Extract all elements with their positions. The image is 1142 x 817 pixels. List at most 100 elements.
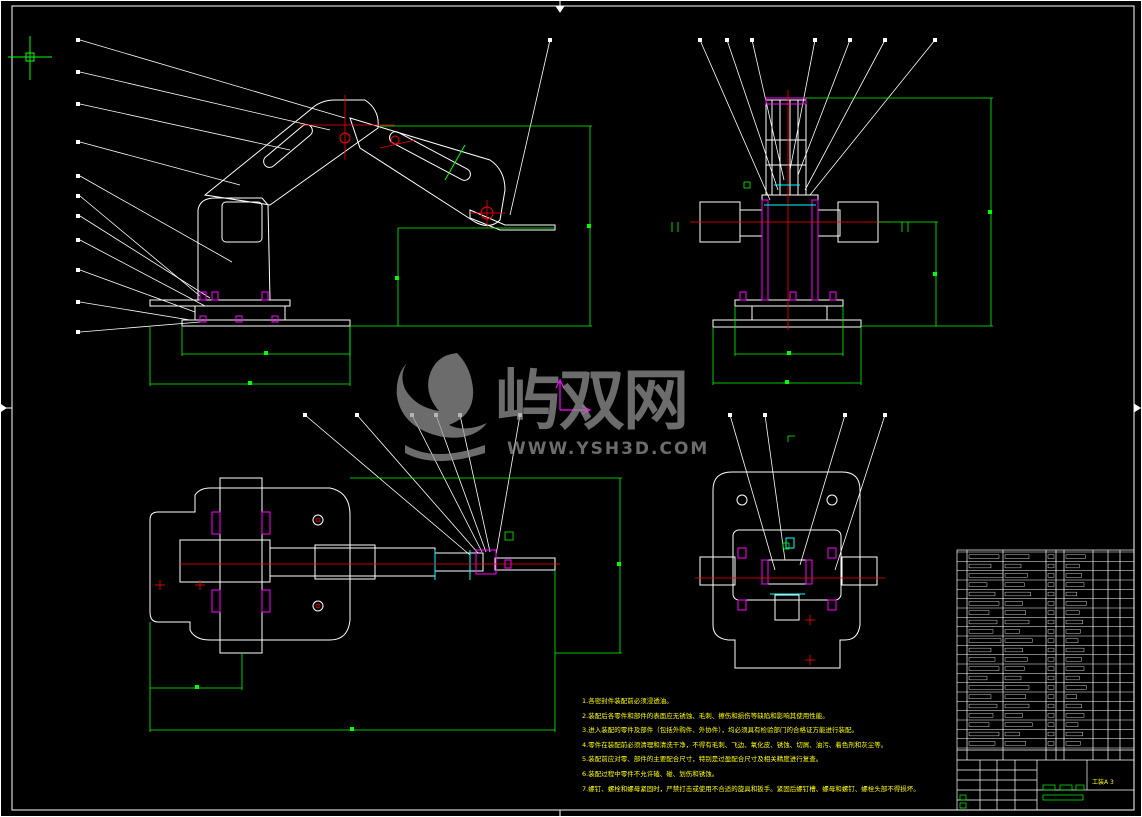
parts-list-entry xyxy=(968,629,994,634)
parts-list-entry xyxy=(1004,666,1025,671)
parts-list-entry xyxy=(968,703,998,709)
parts-list-entry xyxy=(1004,741,1026,746)
parts-list-entry xyxy=(968,563,992,569)
parts-list-entry xyxy=(968,666,1000,671)
parts-list-index xyxy=(1047,694,1055,699)
parts-list-entry xyxy=(1065,657,1082,662)
parts-list-entry xyxy=(1004,563,1022,569)
parts-list-index xyxy=(1047,666,1055,671)
parts-list-entry xyxy=(968,601,1000,606)
parts-list-entry xyxy=(1065,601,1087,606)
parts-list-index xyxy=(1047,573,1055,578)
requirement-line: 4.零件在装配前必须清理和清洗干净，不得有毛刺、飞边、氧化皮、锈蚀、切屑、油污、… xyxy=(582,740,888,749)
requirement-line: 2.装配后各零件和部件的表面应无锈蚀、毛刺、擦伤和损伤等缺陷和影响其使用性能。 xyxy=(582,711,829,720)
parts-list-entry xyxy=(1004,675,1022,681)
parts-list-entry xyxy=(1004,657,1028,662)
requirement-line: 5.装配前应对零、部件的主要配合尺寸，特别是过盈配合尺寸及相关精度进行复查。 xyxy=(582,755,823,764)
parts-list-entry xyxy=(1004,619,1030,625)
parts-list-entry xyxy=(968,610,990,615)
parts-list-index xyxy=(1047,657,1055,662)
parts-list-entry xyxy=(1065,666,1085,671)
front-view-balloons xyxy=(76,38,552,334)
requirement-line: 1.各密封件装配前必须浸透油。 xyxy=(582,697,673,705)
parts-list-entry xyxy=(1065,554,1086,559)
parts-list-index xyxy=(1047,713,1055,718)
parts-list-entry xyxy=(1065,713,1085,718)
technical-requirements: 1.各密封件装配前必须浸透油。 2.装配后各零件和部件的表面应无锈蚀、毛刺、擦伤… xyxy=(582,694,952,796)
parts-list-entry xyxy=(1065,638,1079,643)
parts-list-entry xyxy=(968,582,988,587)
parts-list-entry xyxy=(1065,685,1087,690)
parts-list-entry xyxy=(1004,722,1033,727)
parts-list-entry xyxy=(1004,685,1030,690)
parts-list-index xyxy=(1047,722,1055,727)
parts-list-entry xyxy=(1065,582,1085,587)
parts-list-entry xyxy=(1004,703,1030,709)
parts-list-entry xyxy=(1004,629,1020,634)
parts-list-entry xyxy=(968,685,1004,690)
top-view-leaders xyxy=(304,414,521,556)
parts-list-entry xyxy=(968,713,994,718)
parts-list-entry xyxy=(968,573,1004,578)
parts-list-entry xyxy=(1004,731,1020,737)
section-view xyxy=(695,413,887,669)
parts-list-entry xyxy=(1065,741,1081,746)
parts-list-entry xyxy=(1065,573,1082,578)
parts-list-entry xyxy=(968,647,992,653)
parts-list-entry xyxy=(1004,601,1023,606)
parts-list-index xyxy=(1047,563,1055,569)
parts-list-entry xyxy=(968,638,1002,643)
parts-list-index xyxy=(1047,647,1055,653)
parts-list-index xyxy=(1047,703,1055,709)
parts-list-entry xyxy=(1004,638,1033,643)
parts-list-entry xyxy=(1004,582,1025,587)
parts-list-index xyxy=(1047,610,1055,615)
parts-list-entry xyxy=(1065,619,1083,625)
parts-list-index xyxy=(1047,554,1055,559)
crosshair-icon xyxy=(8,36,52,80)
parts-list-entry xyxy=(968,554,1000,559)
section-view-leaders xyxy=(729,414,886,571)
parts-list-index xyxy=(1047,675,1055,681)
side-view-leaders xyxy=(699,39,936,201)
parts-list-rows xyxy=(957,551,1134,749)
parts-list-index xyxy=(1047,741,1055,746)
parts-list-entry xyxy=(1065,629,1081,634)
parts-list-index xyxy=(1047,582,1055,587)
parts-list-index xyxy=(1047,638,1055,643)
requirement-line: 7.螺钉、螺栓和螺母紧固时，严禁打击或使用不合适的旋具和扳手。紧固后螺钉槽、螺母… xyxy=(582,784,920,793)
parts-list-entry xyxy=(968,591,996,597)
parts-list-entry xyxy=(968,619,998,625)
parts-list-entry xyxy=(1065,675,1080,681)
front-view xyxy=(76,38,592,386)
parts-list-entry xyxy=(968,675,988,681)
parts-list-entry xyxy=(1065,647,1085,653)
parts-list-entry xyxy=(1065,591,1078,597)
ucs-axis-icon xyxy=(555,378,592,415)
requirement-line: 3.进入装配的零件及部件（包括外购件、外协件），均必须具有检验部门的合格证方能进… xyxy=(582,726,858,735)
parts-list-entry xyxy=(1004,554,1030,559)
title-block-marks xyxy=(959,784,1085,809)
requirement-line: 6.装配过程中零件不允许磕、碰、划伤和锈蚀。 xyxy=(582,769,719,778)
front-view-leaders xyxy=(79,39,551,333)
title-block-label: 工装A 3 xyxy=(1092,779,1114,786)
parts-list-index xyxy=(1047,629,1055,634)
parts-list-entry xyxy=(1004,694,1026,699)
parts-list-entry xyxy=(968,694,992,699)
parts-list-entry xyxy=(1065,731,1083,737)
parts-list-entry xyxy=(1004,610,1026,615)
parts-list-entry xyxy=(1065,722,1079,727)
parts-list xyxy=(956,549,1135,811)
parts-list-entry xyxy=(1065,563,1080,569)
parts-list-entry xyxy=(1004,647,1023,653)
parts-list-index xyxy=(1047,591,1055,597)
parts-list-index xyxy=(1047,601,1055,606)
parts-list-index xyxy=(1047,619,1055,625)
top-view xyxy=(149,413,622,732)
parts-list-index xyxy=(1047,731,1055,737)
parts-list-entry xyxy=(1004,713,1023,718)
parts-list-entry xyxy=(1065,703,1082,709)
parts-list-entry xyxy=(1004,591,1031,597)
